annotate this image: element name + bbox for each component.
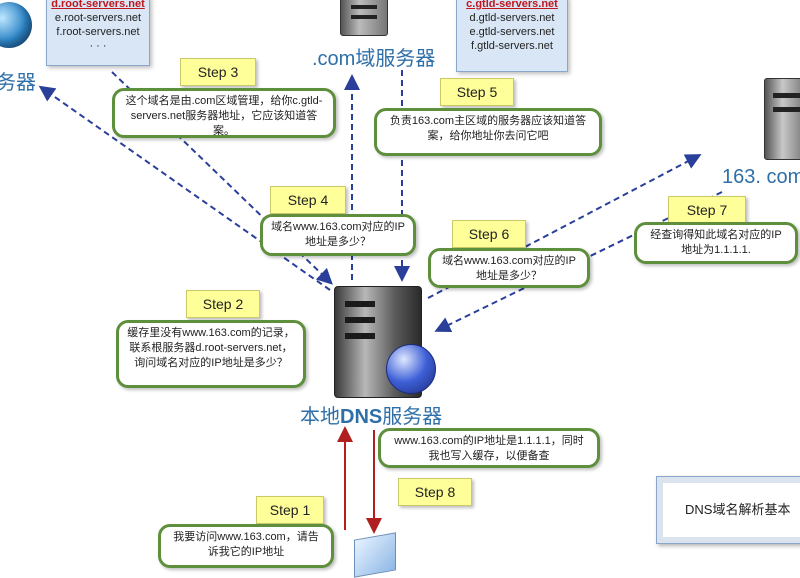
com-server-label: .com域服务器 bbox=[312, 48, 436, 70]
step-2-bubble: 缓存里没有www.163.com的记录，联系根服务器d.root-servers… bbox=[116, 320, 306, 388]
title-box: DNS域名解析基本 bbox=[656, 476, 800, 544]
step-3-label: Step 3 bbox=[180, 58, 256, 86]
root-server-label: 务器 bbox=[0, 72, 36, 94]
local-dns-label: 本地DNS服务器 bbox=[300, 400, 442, 429]
step-6-bubble: 域名www.163.com对应的IP地址是多少？ bbox=[428, 248, 590, 288]
dns-163-label: 163. com bbox=[722, 166, 800, 188]
root-servers-list: d.root-servers.net e.root-servers.net f.… bbox=[46, 0, 150, 66]
root-server-item: e.root-servers.net bbox=[54, 12, 142, 24]
step-1-label: Step 1 bbox=[256, 496, 324, 524]
step-2-label: Step 2 bbox=[186, 290, 260, 318]
root-server-item: · · · bbox=[89, 40, 107, 52]
root-server-item: f.root-servers.net bbox=[56, 26, 140, 38]
diagram-title: DNS域名解析基本 bbox=[663, 483, 800, 537]
com-server-icon bbox=[340, 0, 388, 36]
step-8-label: Step 8 bbox=[398, 478, 472, 506]
step-8-bubble: www.163.com的IP地址是1.1.1.1，同时我也写入缓存，以便备查 bbox=[378, 428, 600, 468]
step-4-bubble: 域名www.163.com对应的IP地址是多少？ bbox=[260, 214, 416, 256]
gtld-server-item: f.gtld-servers.net bbox=[471, 40, 553, 52]
step-5-bubble: 负责163.com主区域的服务器应该知道答案，给你地址你去问它吧 bbox=[374, 108, 602, 156]
step-4-label: Step 4 bbox=[270, 186, 346, 214]
step-5-label: Step 5 bbox=[440, 78, 514, 106]
step-7-bubble: 经查询得知此域名对应的IP地址为1.1.1.1. bbox=[634, 222, 798, 264]
client-computer-icon bbox=[354, 532, 396, 578]
dns-163-server-icon bbox=[764, 78, 800, 160]
gtld-server-highlight: c.gtld-servers.net bbox=[466, 0, 558, 10]
gtld-server-item: e.gtld-servers.net bbox=[469, 26, 555, 38]
root-server-highlight: d.root-servers.net bbox=[51, 0, 145, 10]
globe-icon bbox=[386, 344, 436, 394]
step-3-bubble: 这个域名是由.com区域管理，给你c.gtld-servers.net服务器地址… bbox=[112, 88, 336, 138]
gtld-servers-list: c.gtld-servers.net d.gtld-servers.net e.… bbox=[456, 0, 568, 72]
step-7-label: Step 7 bbox=[668, 196, 746, 224]
arrow-local-to-root bbox=[38, 85, 331, 291]
step-1-bubble: 我要访问www.163.com，请告诉我它的IP地址 bbox=[158, 524, 334, 568]
gtld-server-item: d.gtld-servers.net bbox=[469, 12, 555, 24]
local-dns-label-bold: DNS bbox=[340, 406, 383, 428]
local-dns-label-suffix: 服务器 bbox=[382, 406, 443, 428]
step-6-label: Step 6 bbox=[452, 220, 526, 248]
local-dns-label-prefix: 本地 bbox=[300, 406, 340, 428]
